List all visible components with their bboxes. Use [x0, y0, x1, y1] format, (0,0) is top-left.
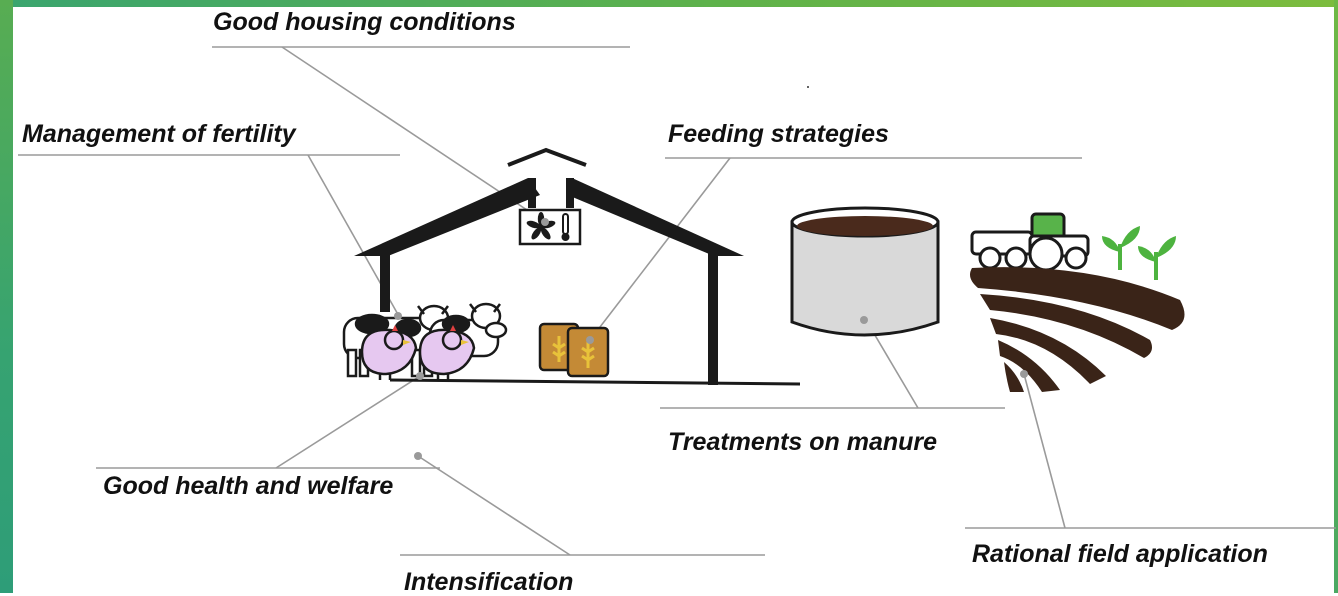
label-fertility: Management of fertility	[22, 120, 296, 148]
tractor-icon	[970, 212, 1090, 272]
chicken-icon	[360, 325, 476, 380]
label-feeding: Feeding strategies	[668, 120, 889, 148]
thermometer-icon	[561, 213, 570, 241]
frame-right-border	[1334, 0, 1338, 593]
barn-icon	[354, 147, 801, 386]
label-field: Rational field application	[972, 540, 1268, 568]
frame-top-border	[0, 0, 1338, 7]
stray-dot	[807, 86, 809, 88]
field-furrows-icon	[970, 267, 1185, 392]
label-intensification: Intensification	[404, 568, 574, 596]
label-health: Good health and welfare	[103, 472, 394, 500]
marker-housing	[541, 218, 549, 226]
frame-left-border	[0, 0, 13, 593]
climate-control-box	[518, 208, 582, 246]
marker-intensification	[414, 452, 422, 460]
label-manure: Treatments on manure	[668, 428, 938, 456]
seedling-icon	[1102, 226, 1176, 280]
feed-sack-icon	[538, 322, 610, 378]
manure-tank-icon	[790, 206, 940, 337]
fan-icon	[526, 212, 556, 240]
label-good-housing: Good housing conditions	[213, 8, 516, 36]
